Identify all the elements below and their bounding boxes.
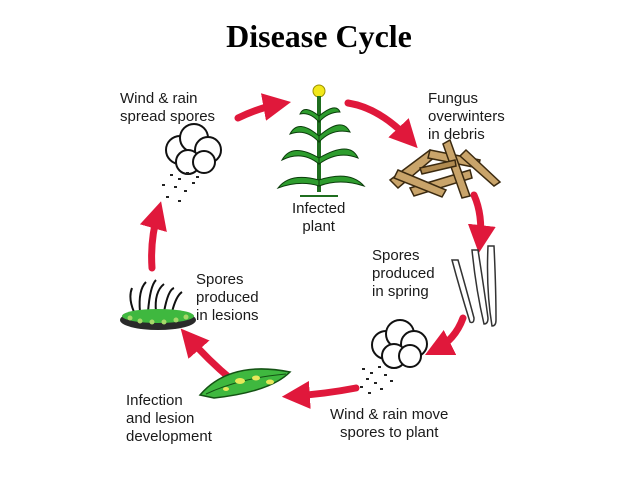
spores-icon [451, 245, 497, 327]
crop-debris-icon [388, 138, 502, 199]
arrow-lesions-to-spread [139, 201, 167, 272]
label-infection-lesion: Infection and lesion development [126, 392, 212, 445]
label-spores-lesions: Spores produced in lesions [196, 271, 259, 324]
label-spores-spring: Spores produced in spring [372, 247, 435, 300]
diagram-title: Disease Cycle [226, 18, 412, 54]
arrow-debris-to-spores [467, 191, 496, 254]
arrow-wind-to-infection [281, 380, 360, 409]
label-infected-plant: Infected plant [292, 200, 346, 235]
rain-cloud-left-icon [162, 123, 222, 202]
rain-cloud-right-icon [360, 319, 428, 394]
corn-plant-icon [276, 84, 366, 197]
label-wind-rain-spread: Wind & rain spread spores [120, 90, 216, 125]
arrow-plant-to-debris [344, 99, 418, 149]
arrow-infection-to-lesions [180, 328, 236, 384]
infected-leaf-icon [198, 368, 292, 399]
lesion-sporulation-icon [120, 279, 196, 330]
cycle-arrows [139, 93, 496, 409]
label-wind-rain-move: Wind & rain move spores to plant [330, 406, 449, 441]
label-fungus-overwinters: Fungus overwinters in debris [428, 90, 505, 143]
arrow-spores-to-wind [424, 314, 467, 356]
arrow-spread-to-plant [234, 93, 292, 122]
